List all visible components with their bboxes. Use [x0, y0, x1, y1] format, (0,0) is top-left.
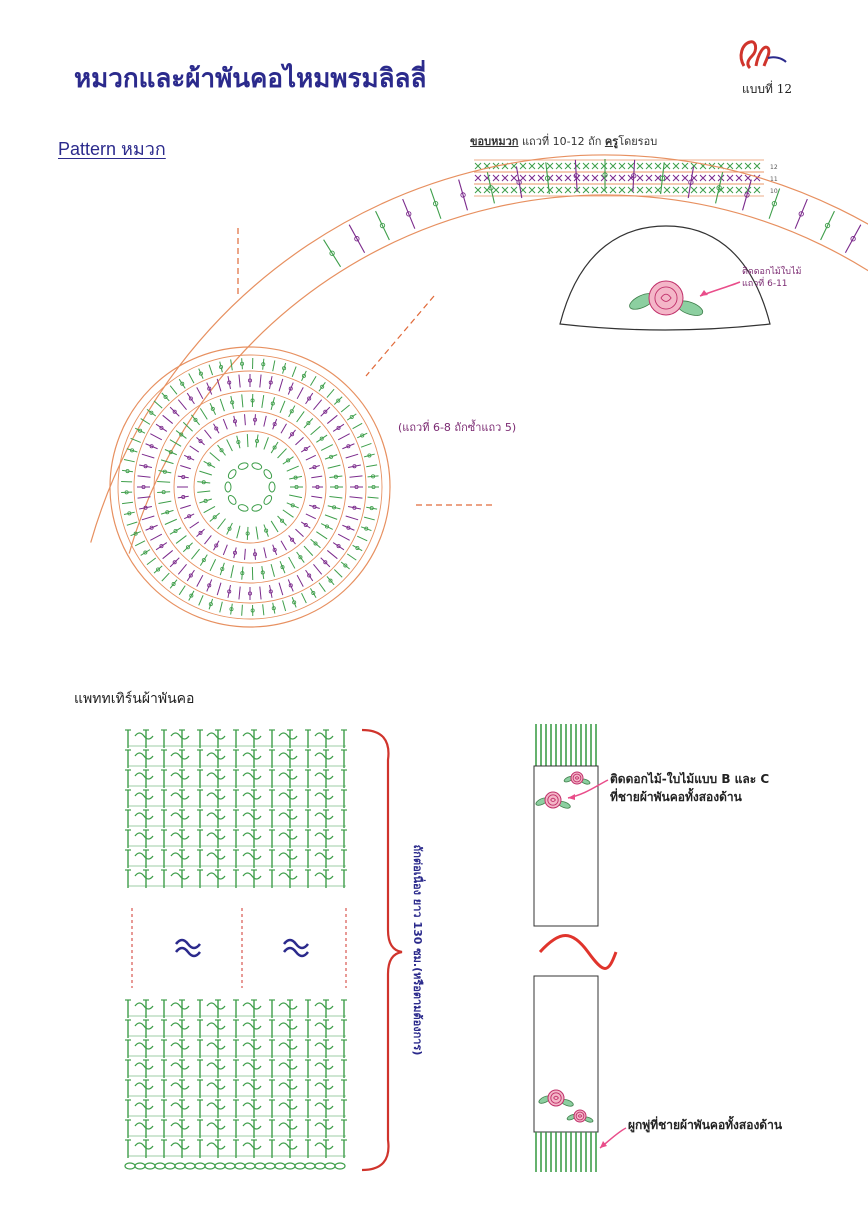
guide-lines — [237, 228, 492, 506]
hat-pattern-heading: Pattern หมวก — [58, 139, 166, 159]
scarf-flower-note: ติดดอกไม้-ใบไม้แบบ B และ C ที่ชายผ้าพันค… — [610, 770, 769, 806]
wave-icon — [175, 946, 201, 958]
brim-label-stitch: ครู — [604, 135, 619, 148]
scarf-break — [131, 908, 347, 988]
brim-label-suffix: โดยรอบ — [618, 135, 658, 148]
brim-label: ขอบหมวก แถวที่ 10-12 ถัก ครูโดยรอบ — [470, 132, 657, 150]
hat-rose-icon — [629, 280, 704, 316]
scarf-wave-icon — [538, 934, 618, 970]
brim-row-number: 11 — [770, 176, 778, 183]
crown-rounds-chart — [109, 346, 391, 628]
scarf-chart-bottom — [124, 999, 347, 1170]
brim-row-number: 10 — [770, 188, 778, 195]
scarf-pattern-heading: แพททเทิร์นผ้าพันคอ — [74, 691, 195, 707]
brim-chart: 12 11 10 — [474, 159, 778, 197]
hat-flower-note-line: แถวที่ 6-11 — [742, 279, 788, 289]
wave-icon — [283, 946, 309, 958]
hat-flower-note: ติดดอกไม้ใบไม้ แถวที่ 6-11 — [742, 266, 801, 290]
brim-label-text: แถวที่ 10-12 ถัก — [518, 135, 605, 148]
hat-arrow-head — [700, 290, 708, 296]
hat-silhouette — [559, 225, 771, 331]
scarf-length-note: ถักต่อเนื่อง ยาว 130 ซม.(หรือตามต้องการ) — [411, 844, 424, 1056]
wave-icon — [283, 938, 309, 950]
page-title: หมวกและผ้าพันคอไหมพรมลิลลี่ — [74, 64, 427, 94]
pattern-number: แบบที่ 12 — [742, 82, 792, 96]
scarf-flower-note-line: ติดดอกไม้-ใบไม้แบบ B และ C — [610, 772, 770, 786]
length-bracket — [361, 728, 403, 1172]
scarf-chart-top — [125, 729, 347, 888]
scarf-fringe-note: ผูกพู่ที่ชายผ้าพันคอทั้งสองด้าน — [628, 1118, 783, 1132]
crown-arc-chart — [90, 154, 868, 554]
hat-flower-note-line: ติดดอกไม้ใบไม้ — [742, 267, 802, 277]
scarf-flower-note-line: ที่ชายผ้าพันคอทั้งสองด้าน — [610, 790, 742, 804]
brim-row-number: 12 — [770, 164, 778, 171]
wave-icon — [175, 938, 201, 950]
scarf-illustration — [533, 724, 627, 1172]
rows-repeat-note: (แถวที่ 6-8 ถักซ้ำแถว 5) — [398, 421, 517, 434]
brim-label-prefix: ขอบหมวก — [470, 135, 519, 148]
